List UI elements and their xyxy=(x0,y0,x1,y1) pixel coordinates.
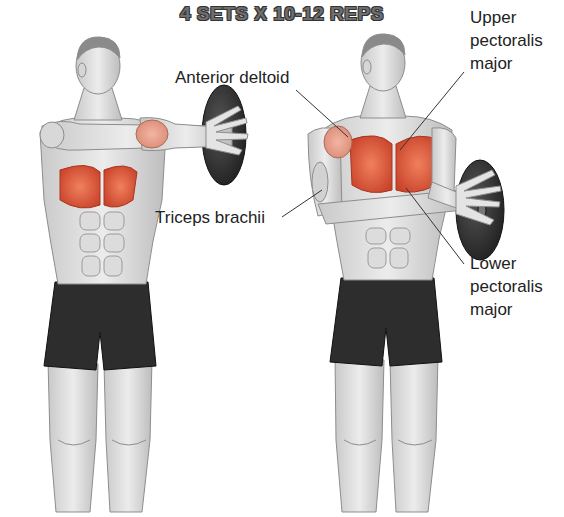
leader-line xyxy=(400,72,464,150)
leg xyxy=(48,360,98,512)
leg xyxy=(335,356,384,512)
shorts xyxy=(330,278,442,366)
leader-line xyxy=(282,190,322,217)
abdominals xyxy=(390,228,410,244)
leader-line xyxy=(406,188,464,264)
abdominals xyxy=(80,212,100,230)
abdominals xyxy=(104,234,124,252)
pectoral-muscle xyxy=(350,136,392,193)
abdominals xyxy=(80,212,124,276)
abdominals xyxy=(104,256,122,276)
abdominals xyxy=(368,248,386,268)
muscle-label: Anterior deltoid xyxy=(175,66,289,89)
ear xyxy=(78,63,86,77)
triceps xyxy=(312,162,328,202)
abdominals xyxy=(82,256,100,276)
hand xyxy=(206,106,248,155)
leader-line xyxy=(296,90,348,137)
leg xyxy=(104,360,152,512)
deltoid xyxy=(40,122,64,148)
left-figure xyxy=(40,37,248,512)
leg xyxy=(390,356,438,512)
knee-line xyxy=(344,440,432,445)
abdominals xyxy=(390,248,408,268)
hair xyxy=(362,34,405,57)
shorts xyxy=(44,282,156,370)
leader-lines xyxy=(282,72,464,264)
deltoid xyxy=(324,126,352,158)
hair xyxy=(77,37,120,60)
knee-line xyxy=(58,440,146,445)
muscle-label: Lower pectoralis major xyxy=(470,252,558,321)
hand xyxy=(456,170,501,225)
weight-plate xyxy=(456,160,504,260)
ear xyxy=(363,60,371,74)
muscle-label: Triceps brachii xyxy=(155,206,265,229)
exercise-title: 4 SETS X 10-12 REPS xyxy=(180,3,384,25)
deltoid xyxy=(136,120,168,148)
muscle-label: Upper pectoralis major xyxy=(470,6,558,75)
abdominals xyxy=(366,228,386,244)
abdominals xyxy=(80,234,100,252)
abdominals xyxy=(104,212,124,230)
abdominals xyxy=(366,228,410,268)
pectoral-muscle xyxy=(104,166,137,207)
pectoral-muscle xyxy=(60,165,100,208)
